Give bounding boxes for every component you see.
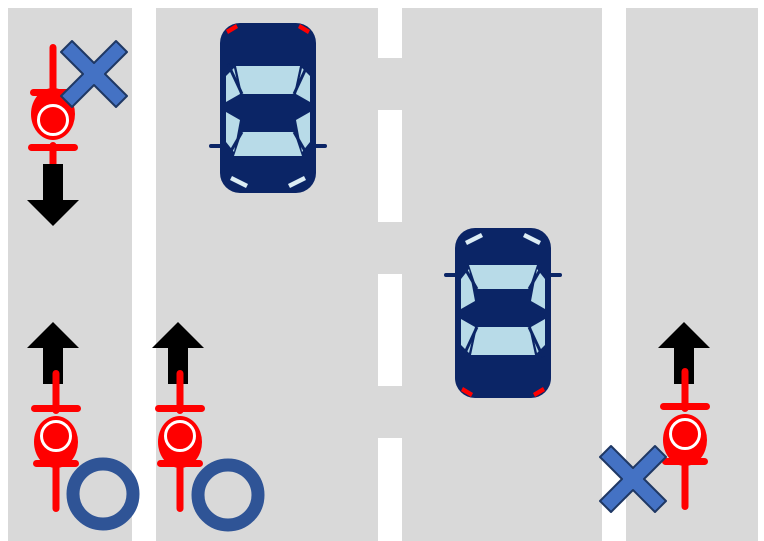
center-line-gap bbox=[376, 58, 404, 110]
car-right-lane-northbound bbox=[446, 228, 560, 398]
center-line-gap bbox=[376, 386, 404, 438]
car-left-lane-southbound bbox=[211, 23, 325, 193]
car-icon bbox=[211, 23, 325, 193]
center-line-gap bbox=[376, 222, 404, 274]
car-icon bbox=[446, 228, 560, 398]
